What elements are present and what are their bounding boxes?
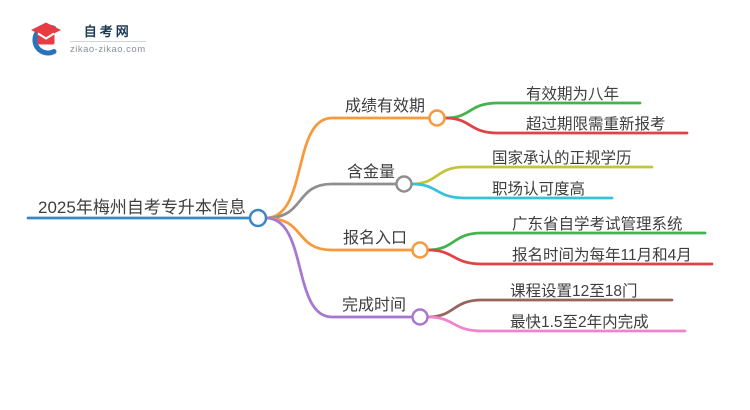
- leaf-reapply-after-expiry: 超过期限需重新报考: [526, 115, 666, 133]
- mortarboard-chevron: [37, 32, 55, 40]
- node-circle-value[interactable]: [395, 175, 413, 193]
- node-circle-registration[interactable]: [411, 241, 429, 259]
- branch-label-score-validity: 成绩有效期: [345, 97, 425, 115]
- link-score-validity-child-2: [443, 116, 689, 135]
- link-root-to-value: [264, 182, 397, 220]
- leaf-registration-months: 报名时间为每年11月和4月: [512, 246, 692, 264]
- logo-divider: [70, 40, 146, 42]
- leaf-state-recognized: 国家承认的正规学历: [492, 149, 632, 167]
- root-label: 2025年梅州自考专升本信息: [38, 198, 246, 217]
- site-domain: zikao-zikao.com: [70, 43, 146, 55]
- graduation-cap-icon: [31, 22, 61, 56]
- link-completion-child-2: [426, 315, 687, 333]
- leaf-workplace-recognition: 职场认可度高: [492, 180, 585, 198]
- branch-label-registration: 报名入口: [343, 229, 407, 247]
- site-name: 自考网: [83, 23, 132, 39]
- link-value-child-2: [410, 182, 614, 200]
- link-root-to-registration: [264, 216, 413, 252]
- node-circle-score-validity[interactable]: [428, 109, 446, 127]
- leaf-fastest-completion: 最快1.5至2年内完成: [510, 313, 649, 331]
- root-node-circle[interactable]: [248, 208, 268, 228]
- leaf-course-count: 课程设置12至18门: [510, 282, 637, 300]
- branch-label-completion: 完成时间: [342, 296, 406, 314]
- leaf-guangdong-system: 广东省自学考试管理系统: [512, 215, 683, 233]
- link-root-to-completion: [264, 216, 413, 319]
- branch-label-value: 含金量: [347, 163, 395, 181]
- link-registration-child-2: [426, 248, 714, 266]
- link-root-to-score-validity: [264, 116, 430, 220]
- leaf-validity-eight-years: 有效期为八年: [526, 85, 619, 103]
- node-circle-completion[interactable]: [411, 308, 429, 326]
- site-logo[interactable]: 自考网 zikao-zikao.com: [28, 21, 146, 57]
